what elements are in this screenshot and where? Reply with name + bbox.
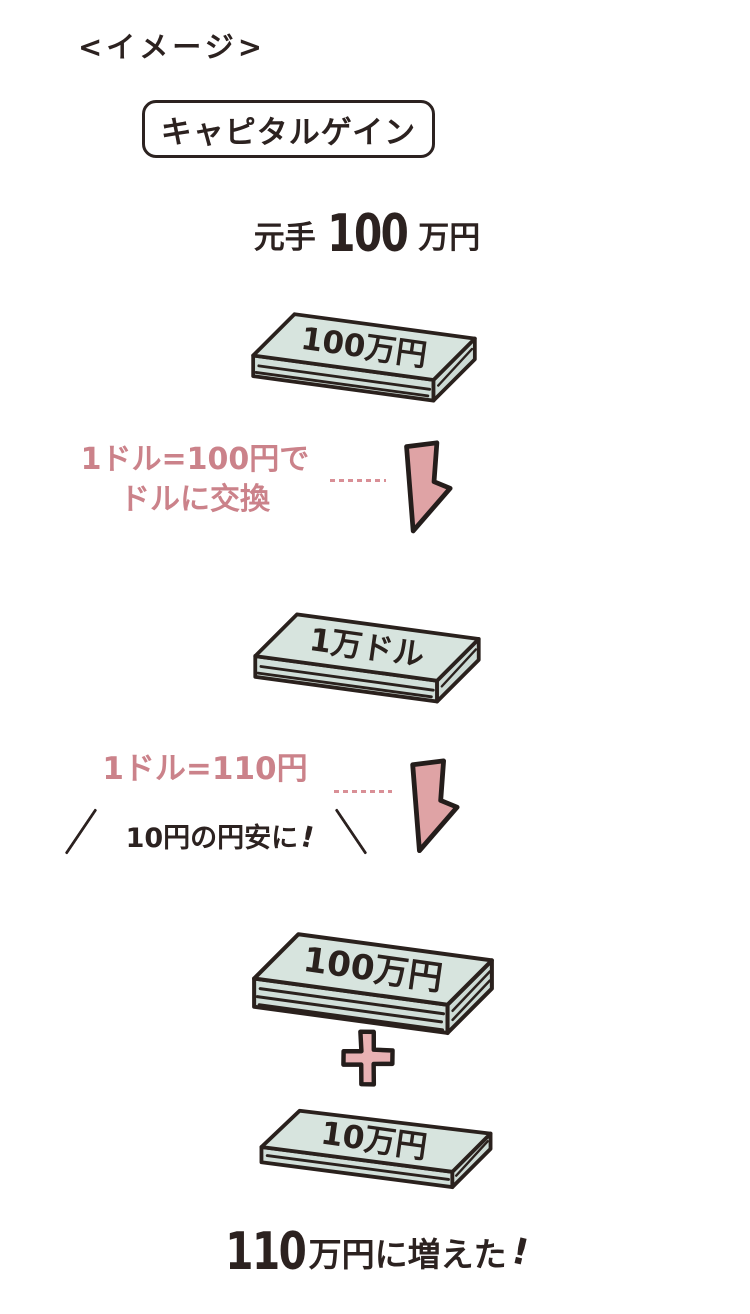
- result-exclamation: !: [507, 1230, 533, 1274]
- callout-text: 10円の円安に: [125, 823, 299, 854]
- starting-capital-prefix: 元手: [253, 219, 316, 256]
- title-label: キャピタルゲイン: [160, 114, 417, 151]
- down-arrow-icon: [404, 440, 453, 534]
- starting-capital-heading: 元手 100 万円: [0, 204, 750, 264]
- bill-layer-lines: [255, 970, 492, 1032]
- callout-exclamation: !: [297, 818, 319, 856]
- bill-layer-lines: [265, 1140, 489, 1181]
- plus-icon: [341, 1029, 395, 1087]
- image-caption: <イメージ>: [78, 30, 267, 64]
- exchange-note-line2: ドルに交換: [120, 482, 270, 517]
- bill-stack-faces: [252, 932, 494, 1035]
- money-stack-yen-start: 100万円: [251, 312, 477, 403]
- title-box: キャピタルゲイン: [142, 100, 435, 158]
- result-heading: 110 万円に増えた !: [0, 1222, 750, 1282]
- bill-layer-lines: [256, 648, 478, 699]
- yen-depreciation-callout: 10円の円安に!: [90, 816, 350, 855]
- dotted-leader-line: [334, 790, 392, 793]
- starting-capital-unit: 万円: [418, 219, 481, 256]
- dotted-leader-line: [330, 479, 386, 482]
- result-amount: 110: [225, 1222, 307, 1282]
- money-stack-dollars: 1万ドル: [253, 612, 481, 704]
- starting-capital-amount: 100: [326, 204, 409, 264]
- exchange-note: 1ドル=100円で ドルに交換: [25, 440, 365, 520]
- new-rate-note: 1ドル=110円: [102, 751, 308, 787]
- down-arrow-icon: [410, 758, 460, 854]
- bill-layer-lines: [254, 347, 474, 398]
- exchange-note-line1: 1ドル=100円で: [80, 442, 310, 477]
- result-text: 万円に増えた: [308, 1235, 507, 1274]
- money-stack-yen-gain: 10万円: [259, 1108, 493, 1189]
- money-stack-yen-principal: 100万円: [252, 932, 494, 1035]
